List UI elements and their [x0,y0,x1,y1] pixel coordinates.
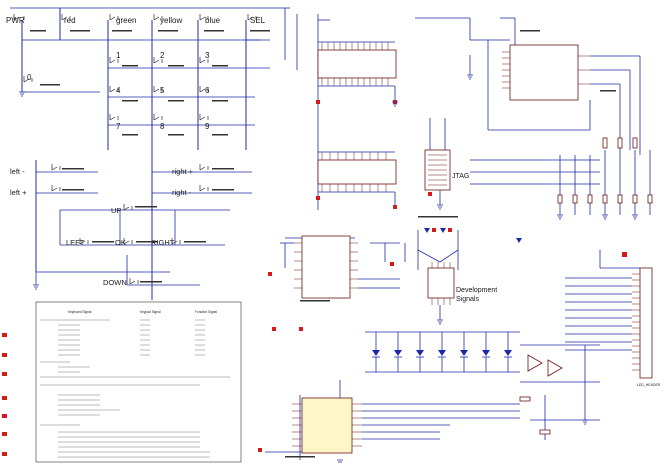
button-left-minus: left - [10,167,25,176]
notes-header-keyboard: Keyboard Signal [68,310,92,314]
button-3: 3 [205,51,210,60]
notes-table-body [40,319,230,458]
buffer-ic [258,327,520,460]
filter-block [519,344,600,440]
ground-symbols [19,74,638,463]
button-pwr: PWR [6,16,25,25]
button-8: 8 [160,122,165,131]
button-green: green [116,16,136,25]
button-up: UP [111,206,121,215]
left-edge-markers [2,333,7,456]
jtag-header: JTAG [424,118,469,205]
button-right-minus: right - [172,188,192,197]
analog-network [470,137,653,215]
button-4: 4 [116,86,121,95]
led-header: LED_HEADER [565,250,661,387]
button-right-plus: right + [172,167,194,176]
button-down: DOWN [103,278,127,287]
button-1: 1 [116,51,121,60]
button-ok: OK [115,238,126,247]
keypad-buttons: PWR red green yellow blue SEL 0 1 2 3 4 … [6,16,266,287]
button-2: 2 [160,51,165,60]
led-array [365,228,522,373]
button-left-plus: left + [10,188,27,197]
button-9: 9 [205,122,210,131]
upper-connector-ic [316,14,397,130]
button-0: 0 [27,73,32,82]
signals-label: Signals [456,296,479,303]
notes-header-function: Function Signal [195,310,217,314]
button-sel: SEL [250,16,266,25]
sensor-ic [415,17,641,155]
keypad-wiring [10,7,298,300]
button-red: red [64,16,76,25]
component-designators [30,30,616,458]
led-header-label: LED_HEADER [637,383,661,387]
button-left: LEFT [66,238,85,247]
notes-table: Keyboard Signal Keypad Signal Function S… [35,301,242,463]
jtag-label: JTAG [452,173,469,180]
button-blue: blue [205,16,221,25]
development-label: Development [456,287,497,294]
notes-header-keypad: Keypad Signal [140,310,161,314]
button-5: 5 [160,86,165,95]
lower-connector-ic [316,130,397,210]
button-6: 6 [205,86,210,95]
button-yellow: yellow [160,16,182,25]
interface-ic [268,235,406,299]
development-signals: Development Signals [417,228,497,320]
button-right: RIGHT [151,238,175,247]
button-7: 7 [116,122,121,131]
keypad-switch-glyphs [13,14,257,285]
